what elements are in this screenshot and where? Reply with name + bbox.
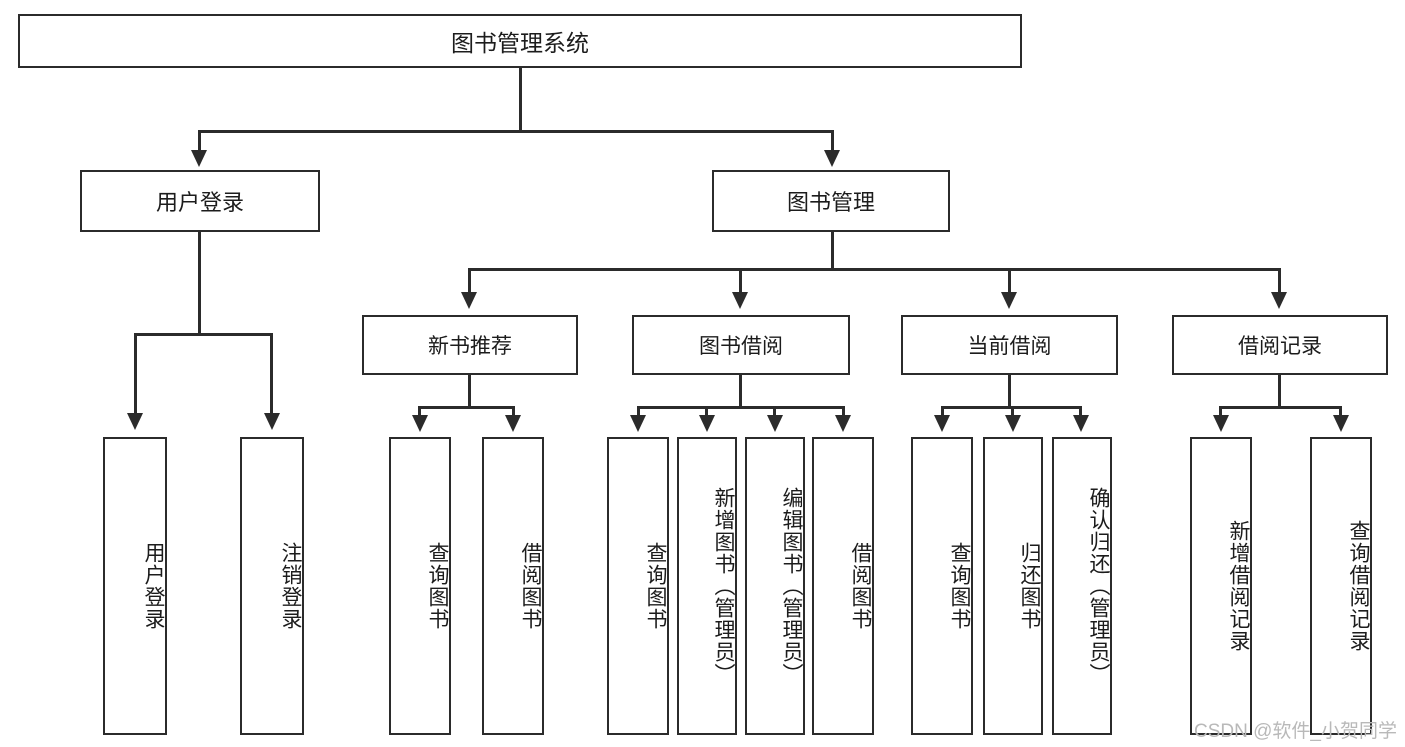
connector-level2-bus <box>198 130 834 133</box>
connector-new-book-bus <box>418 406 515 409</box>
arrow-to-current-borrow <box>1001 292 1017 309</box>
node-label: 新增借阅记录 <box>1227 520 1250 652</box>
node-label: 查询图书 <box>426 542 449 630</box>
node-label: 查询借阅记录 <box>1347 520 1370 652</box>
connector-book-borrow-bus <box>637 406 845 409</box>
arrow-leaf-add-record <box>1213 415 1229 432</box>
connector-bb-leaf3 <box>773 406 776 418</box>
leaf-query-book-current[interactable]: 查询图书 <box>911 437 973 735</box>
arrow-leaf-query-book-1 <box>412 415 428 432</box>
connector-book-borrow-stem <box>739 375 742 408</box>
connector-root-stem <box>519 68 522 132</box>
connector-user-login-bus <box>134 333 273 336</box>
leaf-edit-book-admin[interactable]: 编辑图书（管理员） <box>745 437 805 735</box>
node-book-borrow[interactable]: 图书借阅 <box>632 315 850 375</box>
leaf-return-book[interactable]: 归还图书 <box>983 437 1043 735</box>
leaf-query-borrow-record[interactable]: 查询借阅记录 <box>1310 437 1372 735</box>
arrow-leaf-add-book <box>699 415 715 432</box>
arrow-leaf-query-record <box>1333 415 1349 432</box>
node-label: 查询图书 <box>948 542 971 630</box>
node-label: 用户登录 <box>142 542 165 630</box>
connector-current-borrow-stem <box>1008 375 1011 408</box>
arrow-leaf-borrow-book-2 <box>835 415 851 432</box>
arrow-leaf-query-book-2 <box>630 415 646 432</box>
connector-new-book-leaf2 <box>512 406 515 418</box>
connector-br-leaf2 <box>1339 406 1342 418</box>
connector-new-book-stem <box>468 375 471 408</box>
node-book-management[interactable]: 图书管理 <box>712 170 950 232</box>
connector-br-leaf1 <box>1219 406 1222 418</box>
leaf-query-book-borrow[interactable]: 查询图书 <box>607 437 669 735</box>
connector-to-user-login <box>198 130 201 153</box>
node-user-login[interactable]: 用户登录 <box>80 170 320 232</box>
connector-cb-leaf1 <box>941 406 944 418</box>
arrow-leaf-borrow-book-1 <box>505 415 521 432</box>
leaf-borrow-book[interactable]: 借阅图书 <box>812 437 874 735</box>
node-new-book-recommend[interactable]: 新书推荐 <box>362 315 578 375</box>
connector-to-book-mgmt <box>831 130 834 153</box>
connector-borrow-record-bus <box>1219 406 1342 409</box>
node-label: 借阅图书 <box>849 542 872 630</box>
connector-to-book-borrow <box>739 268 742 295</box>
node-label: 确认归还（管理员） <box>1087 487 1110 685</box>
arrow-leaf-return-book <box>1005 415 1021 432</box>
connector-to-current-borrow <box>1008 268 1011 295</box>
connector-to-new-book-rec <box>468 268 471 295</box>
arrow-to-borrow-record <box>1271 292 1287 309</box>
arrow-to-new-book-rec <box>461 292 477 309</box>
node-label: 图书管理 <box>786 190 875 215</box>
leaf-add-borrow-record[interactable]: 新增借阅记录 <box>1190 437 1252 735</box>
connector-level3-bus <box>468 268 1281 271</box>
leaf-logout[interactable]: 注销登录 <box>240 437 304 735</box>
connector-cb-leaf2 <box>1011 406 1014 418</box>
connector-to-borrow-record <box>1278 268 1281 295</box>
node-borrow-record[interactable]: 借阅记录 <box>1172 315 1388 375</box>
node-label: 图书借阅 <box>699 335 783 358</box>
node-label: 借阅图书 <box>519 542 542 630</box>
leaf-user-login[interactable]: 用户登录 <box>103 437 167 735</box>
connector-user-login-leaf2 <box>270 333 273 416</box>
connector-bb-leaf2 <box>705 406 708 418</box>
arrow-to-user-login <box>191 150 207 167</box>
connector-book-mgmt-stem <box>831 232 834 270</box>
leaf-borrow-book-newrec[interactable]: 借阅图书 <box>482 437 544 735</box>
arrow-leaf-confirm-return <box>1073 415 1089 432</box>
connector-user-login-stem <box>198 232 201 335</box>
node-label: 新书推荐 <box>428 335 512 358</box>
node-label: 注销登录 <box>279 542 302 630</box>
node-label: 图书管理系统 <box>451 30 589 56</box>
node-current-borrow[interactable]: 当前借阅 <box>901 315 1118 375</box>
node-label: 新增图书（管理员） <box>712 487 735 685</box>
connector-bb-leaf4 <box>842 406 845 418</box>
connector-new-book-leaf1 <box>418 406 421 418</box>
node-label: 借阅记录 <box>1238 335 1322 358</box>
connector-user-login-leaf1 <box>134 333 137 416</box>
arrow-to-book-borrow <box>732 292 748 309</box>
arrow-leaf-query-book-3 <box>934 415 950 432</box>
arrow-leaf-logout <box>264 413 280 430</box>
connector-borrow-record-stem <box>1278 375 1281 408</box>
arrow-to-book-mgmt <box>824 150 840 167</box>
node-label: 查询图书 <box>644 542 667 630</box>
node-root-system[interactable]: 图书管理系统 <box>18 14 1022 68</box>
arrow-leaf-edit-book <box>767 415 783 432</box>
csdn-watermark: CSDN @软件_小贺同学 <box>1194 721 1397 742</box>
node-label: 编辑图书（管理员） <box>780 487 803 685</box>
node-label: 归还图书 <box>1018 542 1041 630</box>
leaf-confirm-return-admin[interactable]: 确认归还（管理员） <box>1052 437 1112 735</box>
leaf-query-book-newrec[interactable]: 查询图书 <box>389 437 451 735</box>
node-label: 用户登录 <box>155 190 244 215</box>
connector-bb-leaf1 <box>637 406 640 418</box>
arrow-leaf-user-login <box>127 413 143 430</box>
connector-cb-leaf3 <box>1079 406 1082 418</box>
leaf-add-book-admin[interactable]: 新增图书（管理员） <box>677 437 737 735</box>
node-label: 当前借阅 <box>967 335 1052 358</box>
